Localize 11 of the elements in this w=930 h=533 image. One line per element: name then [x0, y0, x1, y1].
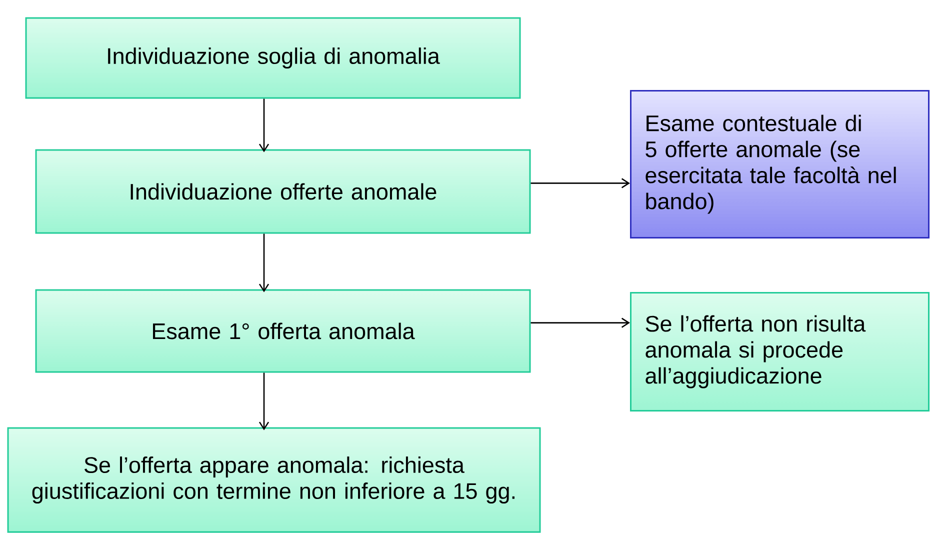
- arrow: [258, 372, 270, 430]
- arrow: [258, 234, 270, 292]
- process-box: Individuazione offerte anomale: [35, 149, 531, 234]
- arrow: [258, 98, 270, 152]
- note-box: Esame contestuale di 5 offerte anomale (se esercitata tale facoltà nel bando): [630, 90, 930, 238]
- process-box: Individuazione soglia di anomalia: [25, 17, 521, 99]
- process-box: Esame 1° offerta anomala: [35, 289, 531, 373]
- arrow: [530, 318, 630, 328]
- process-box: Se l’offerta appare anomala: richiesta giustificazioni con termine non inferiore a 15 gg.: [7, 427, 541, 533]
- arrow: [530, 178, 630, 188]
- process-box: Se l’offerta non risulta anomala si procede all’aggiudicazione: [630, 292, 930, 412]
